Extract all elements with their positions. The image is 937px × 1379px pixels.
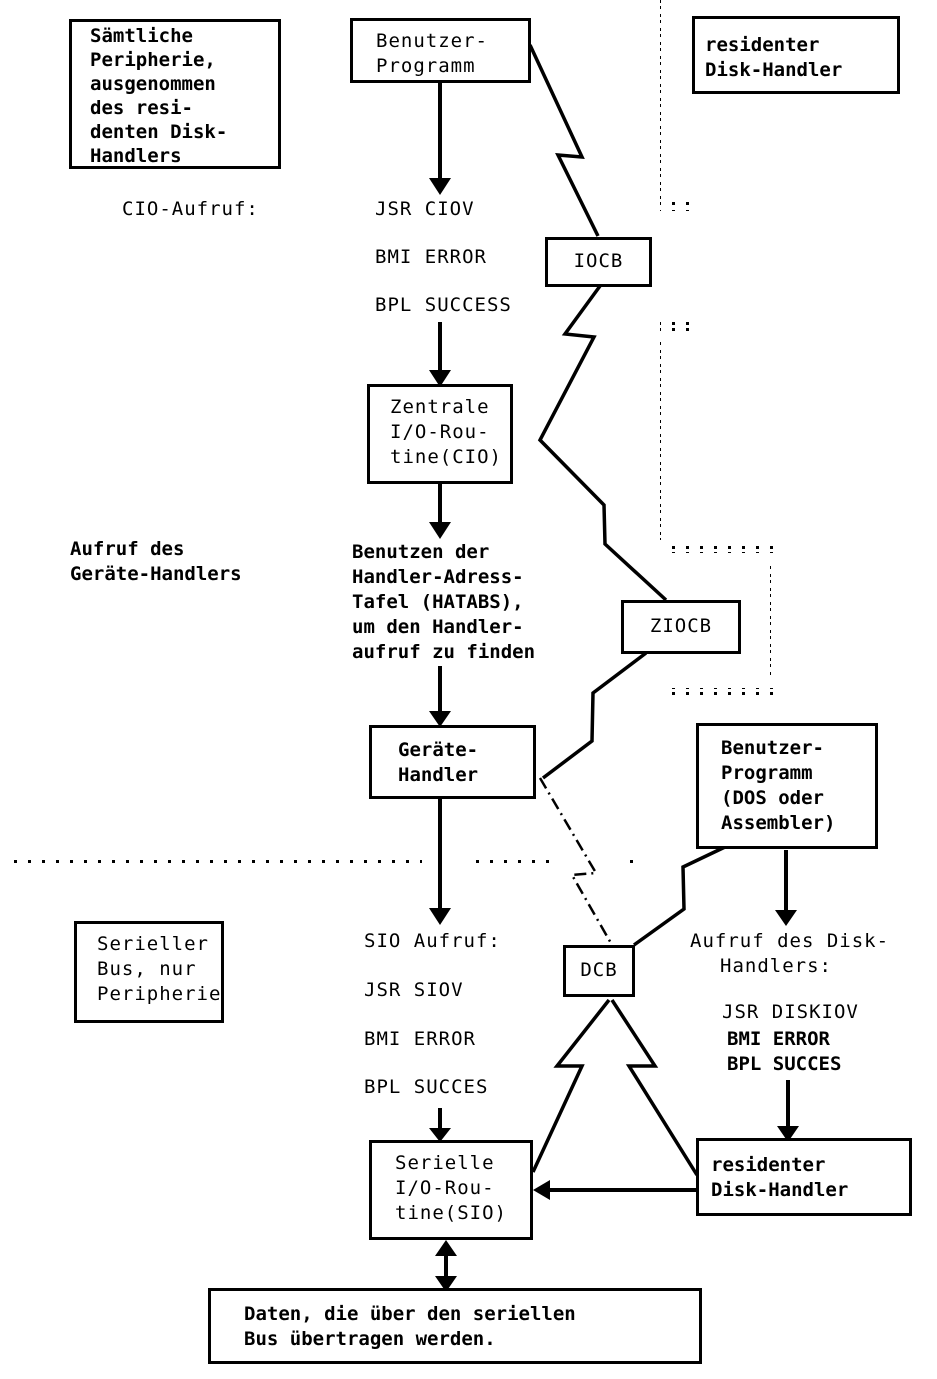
box-dcb: DCB — [563, 945, 635, 997]
boundary-horizontal-mid — [473, 858, 553, 867]
box-text-line: Benutzer- — [376, 30, 488, 52]
arrowhead — [429, 908, 451, 925]
box-text-line: (DOS oder — [721, 787, 824, 809]
box-text-line: Handler — [398, 764, 479, 786]
boundary-dots — [12, 0, 776, 867]
boundary-vertical-1 — [660, 0, 663, 210]
code-line: BPL SUCCESS — [375, 294, 512, 316]
box-cio: Zentrale I/O-Rou- tine(CIO) — [367, 384, 513, 484]
boundary-vertical-3 — [691, 216, 694, 316]
arrowhead — [429, 370, 451, 387]
boundary-horizontal-2 — [660, 202, 700, 211]
box-text-line: Zentrale — [390, 396, 490, 418]
box-text-line: Sämtliche — [90, 25, 193, 47]
box-text-line: I/O-Rou- — [390, 421, 490, 443]
boundary-vertical-9 — [664, 712, 667, 812]
arrowhead — [429, 1128, 451, 1142]
box-text-line: residenter — [711, 1154, 826, 1176]
code-line: JSR CIOV — [375, 198, 475, 220]
arrowhead — [435, 1240, 457, 1256]
hatabs-note: Handler-Adress- — [352, 566, 524, 588]
box-text-line: Serieller — [97, 933, 209, 955]
boundary-horizontal-8 — [664, 688, 776, 697]
box-text-line: Bus übertragen werden. — [244, 1328, 496, 1350]
arrowhead — [429, 522, 451, 539]
hatabs-note: um den Handler- — [352, 616, 524, 638]
label-disk-handler-call: Aufruf des Disk- — [690, 930, 890, 952]
box-text-line: des resi- — [90, 97, 193, 119]
box-resident-disk-handler-bottom: residenter Disk-Handler — [696, 1138, 912, 1216]
code-line: JSR SIOV — [364, 979, 464, 1001]
boundary-vertical-7 — [768, 565, 771, 677]
box-sio: Serielle I/O-Rou- tine(SIO) — [369, 1140, 533, 1240]
code-line: JSR DISKIOV — [722, 1001, 859, 1023]
box-text-line: Bus, nur — [97, 958, 197, 980]
box-text-line: ZIOCB — [649, 615, 713, 637]
arrowhead — [429, 711, 451, 727]
box-text-line: Programm — [721, 762, 813, 784]
arrowhead — [435, 1276, 457, 1292]
box-resident-disk-handler-top: residenter Disk-Handler — [692, 16, 900, 94]
box-text-line: Handlers — [90, 145, 182, 167]
box-text-line: Peripherie, — [90, 49, 216, 71]
dashdot-link — [538, 777, 614, 946]
arrowhead — [429, 178, 451, 195]
code-line: BMI ERROR — [375, 246, 487, 268]
box-peripherals-except-disk: Sämtliche Peripherie, ausgenommen des re… — [69, 19, 281, 169]
box-text-line: DCB — [580, 959, 618, 981]
arrowhead — [533, 1180, 550, 1200]
box-serial-data: Daten, die über den seriellen Bus übertr… — [208, 1288, 702, 1364]
box-text-line: residenter — [705, 34, 820, 56]
label-device-handler-call: Aufruf des — [70, 538, 185, 560]
box-text-line: Serielle — [395, 1152, 495, 1174]
box-text-line: Geräte- — [398, 739, 479, 761]
box-text-line: Peripherie — [97, 983, 222, 1005]
box-text-line: Benutzer- — [721, 737, 824, 759]
box-text-line: Programm — [376, 55, 476, 77]
link-dcb-to-handler-right — [610, 999, 699, 1176]
boundary-horizontal-right — [620, 858, 640, 867]
box-text-line: Disk-Handler — [705, 59, 843, 81]
label-device-handler-call: Geräte-Handlers — [70, 563, 242, 585]
boundary-horizontal-4 — [660, 322, 700, 331]
box-text-line: Daten, die über den seriellen — [244, 1303, 576, 1325]
code-line: BPL SUCCES — [727, 1053, 842, 1075]
box-text-line: Assembler) — [721, 812, 836, 834]
box-text-line: ausgenommen — [90, 73, 216, 95]
box-text-line: IOCB — [573, 250, 624, 272]
code-line: BMI ERROR — [364, 1028, 476, 1050]
link-iocb-to-cio — [537, 284, 668, 602]
hatabs-note: Tafel (HATABS), — [352, 591, 524, 613]
box-ziocb: ZIOCB — [621, 600, 741, 654]
boundary-horizontal-left — [12, 858, 422, 867]
link-ziocb-to-device — [541, 651, 648, 780]
box-device-handler: Geräte- Handler — [369, 725, 536, 799]
link-dos-to-dcb — [632, 845, 726, 947]
box-user-program-top: Benutzer- Programm — [350, 18, 531, 83]
boundary-horizontal-6 — [664, 544, 776, 553]
link-user-to-iocb — [528, 44, 600, 237]
box-text-line: tine(SIO) — [395, 1202, 507, 1224]
box-text-line: tine(CIO) — [390, 446, 502, 468]
arrowhead — [775, 910, 797, 926]
code-line: BPL SUCCES — [364, 1076, 489, 1098]
label-cio-call: CIO-Aufruf: — [122, 198, 259, 220]
box-serial-bus-only: Serieller Bus, nur Peripherie — [74, 921, 224, 1023]
flow-arrows — [429, 72, 799, 1292]
label-disk-handler-call: Handlers: — [720, 955, 832, 977]
label-sio-call: SIO Aufruf: — [364, 930, 501, 952]
hatabs-note: aufruf zu finden — [352, 641, 536, 663]
box-iocb: IOCB — [545, 237, 652, 287]
arrowhead — [777, 1126, 799, 1142]
boundary-vertical-5 — [660, 340, 663, 540]
box-user-program-dos: Benutzer- Programm (DOS oder Assembler) — [696, 723, 878, 849]
box-text-line: I/O-Rou- — [395, 1177, 495, 1199]
boundary-vertical-10 — [650, 833, 653, 845]
code-line: BMI ERROR — [727, 1028, 830, 1050]
link-dcb-to-sio-left — [531, 998, 611, 1173]
zigzag-links — [528, 44, 726, 1176]
hatabs-note: Benutzen der — [352, 541, 490, 563]
box-text-line: denten Disk- — [90, 121, 228, 143]
box-text-line: Disk-Handler — [711, 1179, 849, 1201]
